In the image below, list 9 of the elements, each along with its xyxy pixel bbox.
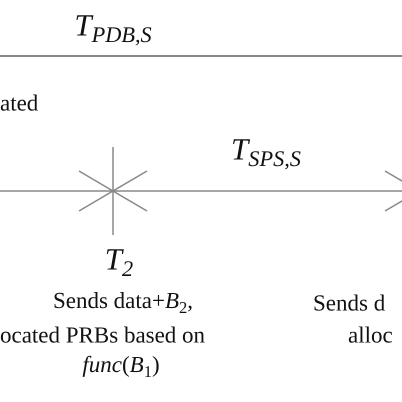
time-label: T$_{2}$ [104, 244, 134, 280]
duration-label: T$_{SPS,S}$ [231, 134, 301, 170]
description-text: Sends d [313, 292, 386, 314]
description-text: Sends data+B$_{2}$, [52, 289, 194, 317]
description-text: alloc [348, 324, 393, 346]
duration-label: T$_{PDB,S}$ [74, 10, 152, 46]
description-text: func(B$_{1}$) [82, 353, 160, 381]
description-text: ocated PRBs based on [0, 324, 206, 346]
description-text: ated [0, 92, 38, 114]
